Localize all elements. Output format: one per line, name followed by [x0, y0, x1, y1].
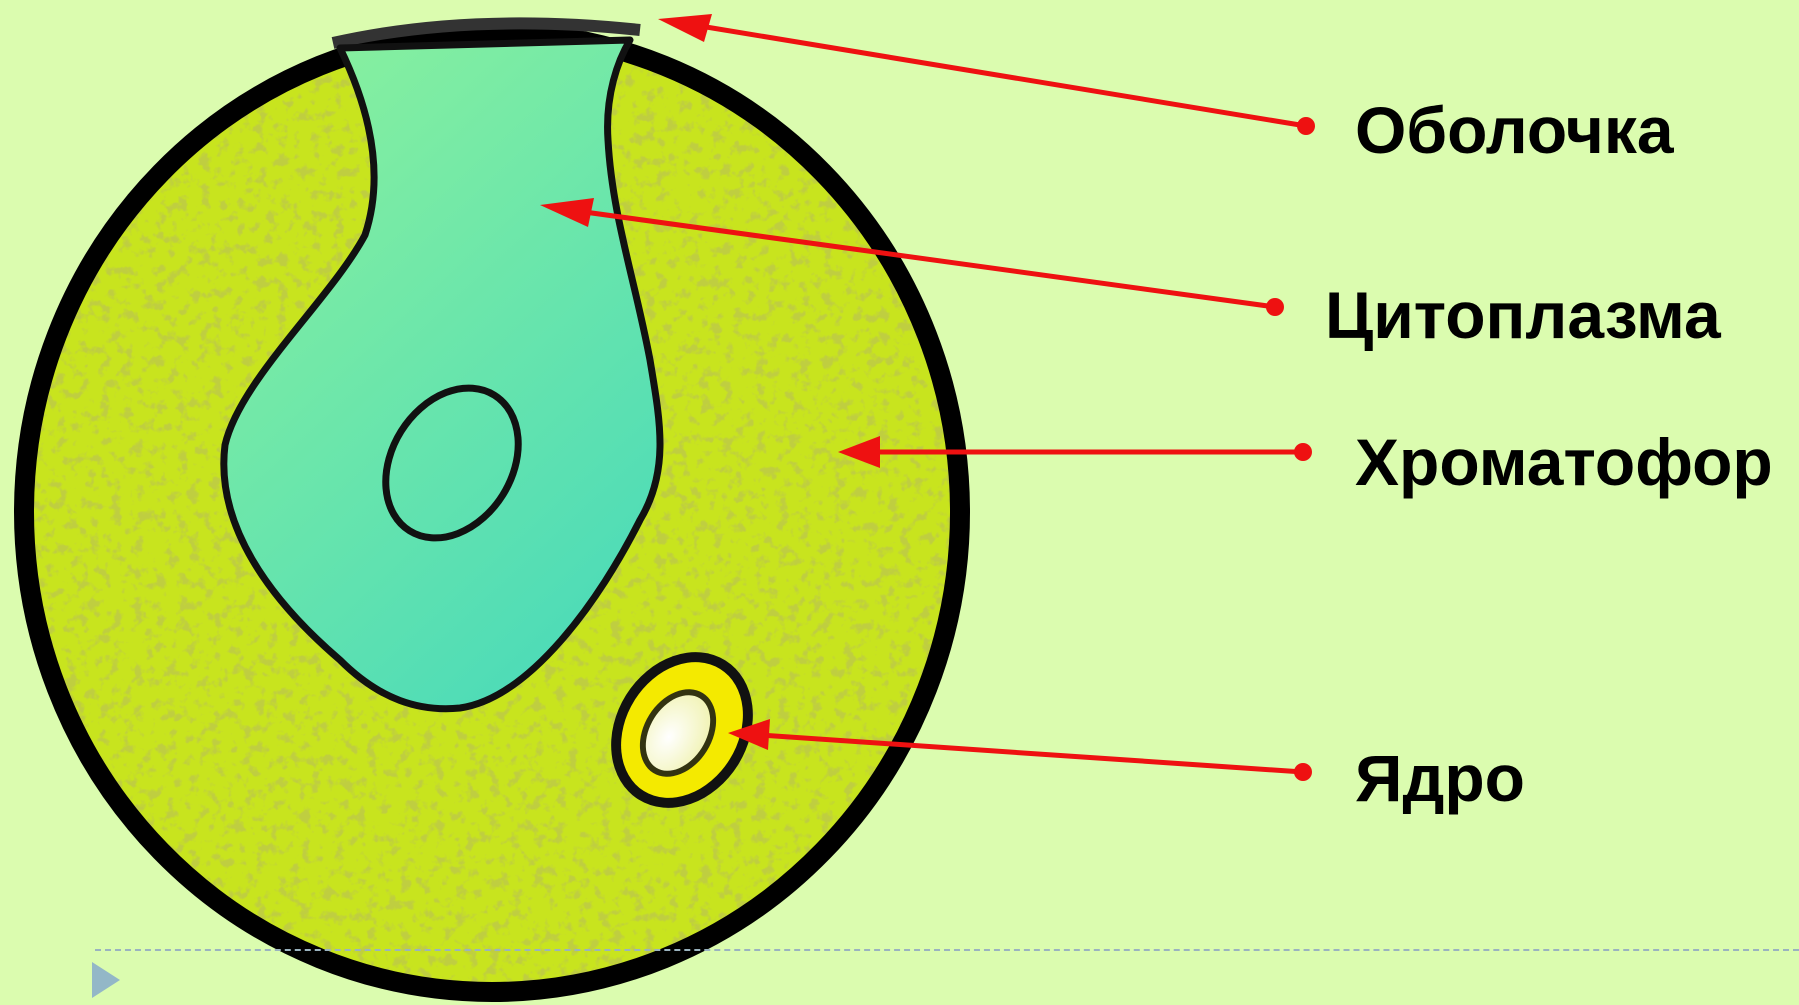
label-nucleus: Ядро [1355, 738, 1525, 818]
label-cytoplasm: Цитоплазма [1325, 275, 1721, 355]
label-chromatophore: Хроматофор [1355, 413, 1785, 511]
label-membrane: Оболочка [1355, 90, 1674, 170]
footer-divider [95, 949, 1799, 951]
next-slide-triangle-icon[interactable] [92, 962, 120, 998]
